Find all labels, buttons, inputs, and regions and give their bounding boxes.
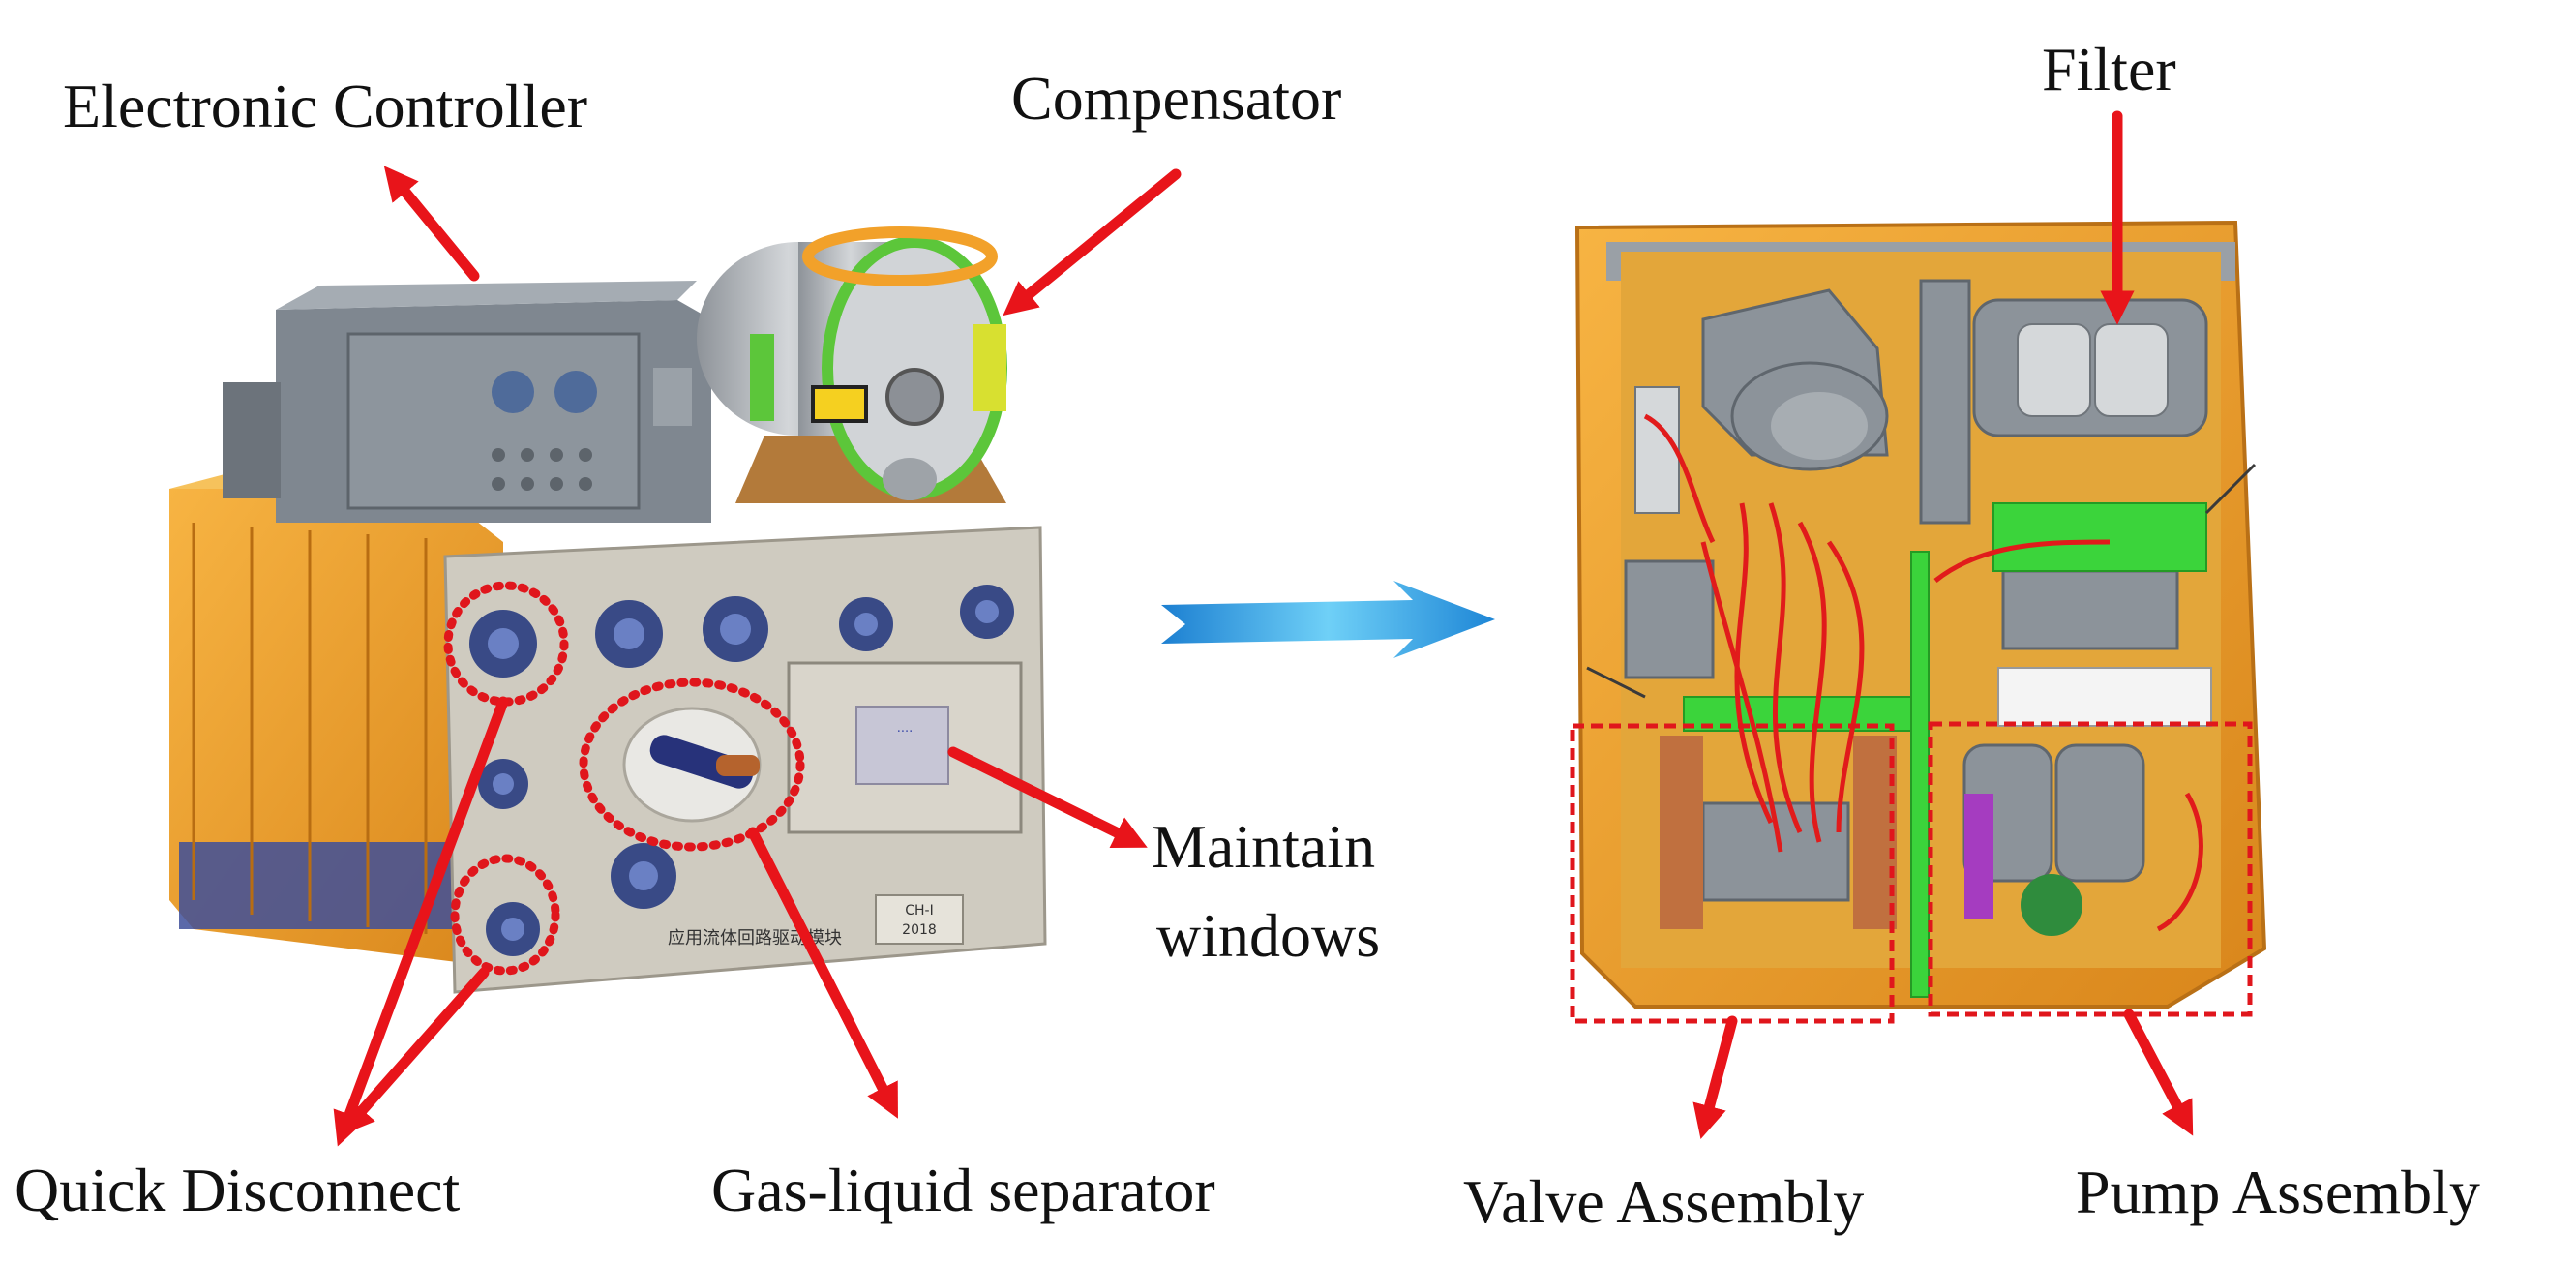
arrow-compensator [1003, 168, 1182, 316]
quick-disconnect-highlight-lower [450, 854, 560, 976]
arrow-quick-disconnect-upper [333, 696, 509, 1147]
nameplate-model: CH-I [905, 903, 933, 919]
pump-assembly-highlight [1928, 721, 2253, 1017]
right-device-illustration [1570, 220, 2267, 1024]
electronic-controller-body [223, 281, 711, 523]
label-electronic-controller: Electronic Controller [63, 72, 588, 140]
arrow-pump-assembly [2123, 1009, 2194, 1136]
arrow-gas-liquid-separator [747, 827, 898, 1119]
front-panel: ···· CH-I 2018 应用流体回路驱动模块 [443, 526, 1047, 994]
nameplate-year: 2018 [902, 922, 937, 938]
compensator-body [697, 226, 1007, 503]
arrow-valve-assembly [1692, 1015, 1738, 1140]
label-compensator: Compensator [1011, 64, 1342, 133]
label-pump-assembly: Pump Assembly [2076, 1158, 2480, 1226]
svg-text:····: ···· [897, 725, 914, 739]
label-filter: Filter [2042, 35, 2176, 104]
flow-arrow [1161, 581, 1495, 658]
label-quick-disconnect: Quick Disconnect [15, 1156, 461, 1224]
label-gas-liquid-separator: Gas-liquid separator [711, 1156, 1215, 1224]
arrow-maintain-windows [947, 746, 1148, 849]
arrow-quick-disconnect-lower [340, 967, 490, 1136]
arrow-electronic-controller [383, 166, 480, 282]
label-maintain-windows-line1: Maintain [1152, 812, 1376, 881]
label-valve-assembly: Valve Assembly [1463, 1167, 1865, 1236]
label-maintain-windows-line2: windows [1156, 901, 1381, 970]
gas-liquid-separator-highlight [579, 678, 805, 852]
left-device-illustration: ···· CH-I 2018 应用流体回路驱动模块 [169, 226, 1047, 994]
